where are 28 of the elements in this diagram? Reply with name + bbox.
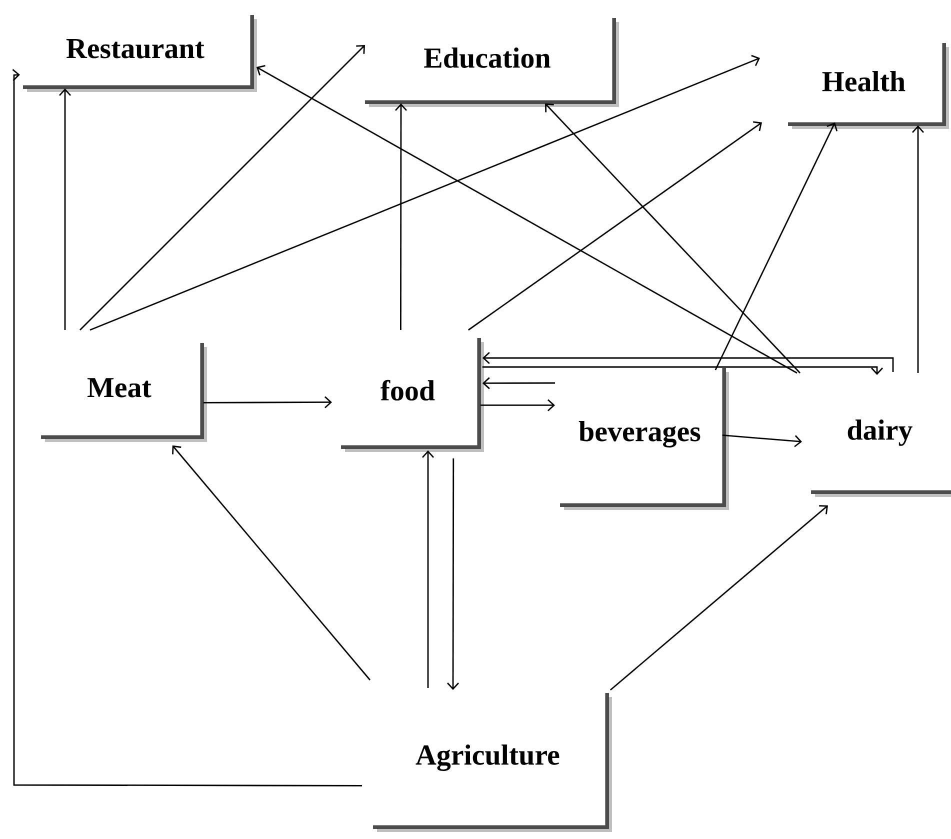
process-box: Education	[362, 15, 619, 107]
process-box: Agriculture	[370, 690, 612, 832]
process-box: beverages	[557, 365, 729, 510]
process-box: Health	[785, 40, 949, 129]
process-box: Meat	[38, 340, 207, 442]
arrow	[422, 450, 434, 688]
arrow	[912, 125, 924, 373]
process-box: dairy	[808, 375, 951, 497]
arrow	[714, 122, 838, 370]
arrow	[80, 45, 365, 330]
process-box: food	[338, 335, 484, 452]
arrow	[482, 352, 894, 372]
arrow	[12, 69, 362, 786]
arrow	[468, 121, 762, 331]
arrow	[58, 88, 72, 330]
arrow	[447, 458, 460, 690]
arrow	[545, 103, 801, 374]
arrow	[256, 65, 798, 374]
arrow	[203, 396, 332, 408]
process-box: Restaurant	[20, 12, 257, 92]
arrow	[482, 377, 555, 390]
arrow	[610, 505, 828, 691]
arrow	[722, 434, 802, 448]
arrow	[480, 399, 555, 412]
arrow	[172, 445, 371, 680]
arrow	[90, 54, 760, 331]
arrow	[482, 366, 884, 375]
arrow	[394, 103, 408, 330]
